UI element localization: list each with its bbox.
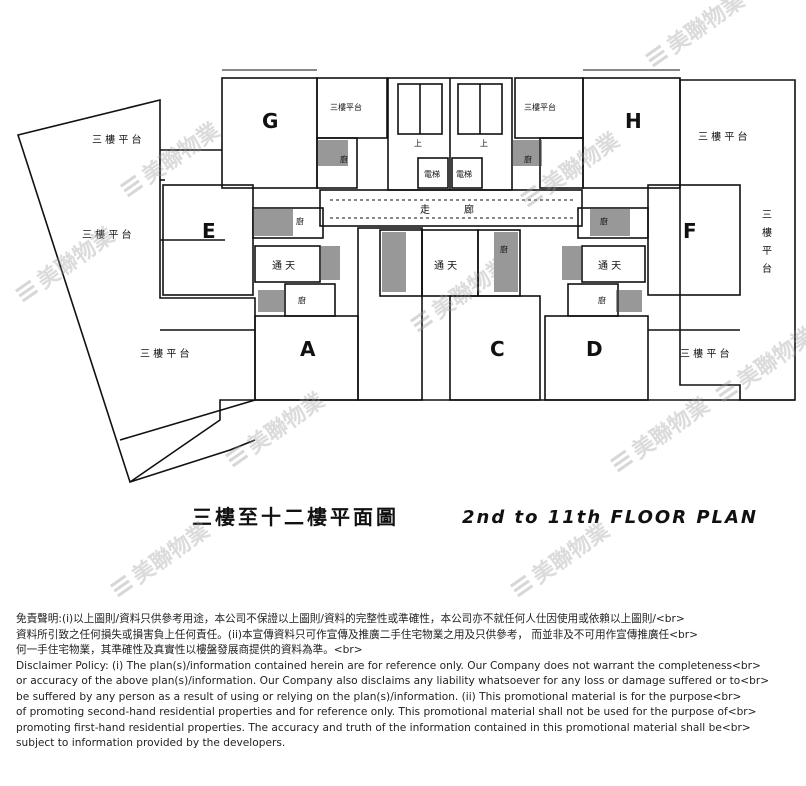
lift-2 [451,157,483,189]
disclaimer-line: Disclaimer Policy: (i) The plan(s)/infor… [16,659,761,672]
unit-e-label: E [202,219,216,243]
floor-plan-diagram: G H E F A C D 三 樓 平 台 三 樓 平 台 三 樓 平 台 三 … [15,0,806,598]
terrace-label-top-right: 三 樓 平 台 [698,130,748,143]
watermark-text: 美聯物業 [137,117,225,189]
svg-text:平: 平 [762,246,772,257]
midland-logo-icon: 美聯物業 [120,117,225,198]
midland-logo-icon: 美聯物業 [645,0,750,68]
disclaimer-line: promoting first-hand residential propert… [16,721,751,734]
terrace-label-vertical: 三 樓 平 台 [762,210,772,275]
watermark-text: 美聯物業 [662,0,750,59]
unit-d-label: D [586,337,603,361]
midland-logo-icon: 美聯物業 [510,517,615,598]
kitchen-label-c: 廚 [500,244,508,254]
terrace-label-g-balcony: 三樓平台 [330,102,362,112]
terrace-outline-left [16,98,256,484]
disclaimer: 免責聲明:(i)以上圖則/資料只供參考用途，本公司不保證以上圖則/資料的完整性或… [16,612,796,752]
kitchen-label-g: 廚 [340,154,348,164]
terrace-label-bottom-left: 三 樓 平 台 [140,347,190,360]
unit-g-label: G [262,109,278,133]
wet-areas [253,140,642,312]
disclaimer-line: be suffered by any person as a result of… [16,690,742,703]
light-well-left-label: 通 天 [272,260,295,272]
svg-text:台: 台 [762,262,772,275]
disclaimer-line: of promoting second-hand residential pro… [16,706,757,718]
disclaimer-line: 資料所引致之任何損失或損害負上任何責任。(ii)本宣傳資料只可作宣傳及推廣二手住… [16,628,698,641]
midland-logo-icon: 美聯物業 [15,222,120,303]
disclaimer-line: subject to information provided by the d… [16,737,286,749]
unit-h-label: H [625,109,642,133]
midland-logo-icon: 美聯物業 [110,517,215,598]
light-well-center-label: 通 天 [434,260,457,272]
unit-g-outline [221,77,318,189]
lift-2-label: 電梯 [456,169,472,179]
unit-c-label: C [490,337,505,361]
corridor-label-2: 廊 [464,203,474,216]
watermark-text: 美聯物業 [627,392,715,464]
svg-text:樓: 樓 [762,226,772,239]
kitchen-label-d: 廚 [598,295,606,305]
midland-logo-icon: 美聯物業 [410,252,515,333]
terrace-label-bottom-right: 三 樓 平 台 [680,347,730,360]
unit-f-outline [647,184,741,296]
kitchen-label-a: 廚 [298,295,306,305]
watermark-text: 美聯物業 [32,222,120,294]
svg-text:三: 三 [762,210,772,221]
lift-1 [417,157,449,189]
corridor [319,189,583,227]
unit-f-label: F [683,219,697,243]
unit-e-outline [162,184,254,296]
unit-a-label: A [300,337,316,361]
disclaimer-line: 何一手住宅物業，其準確性及真實性以樓盤發展商提供的資料為準。<br> [16,644,363,656]
midland-logo-icon: 美聯物業 [610,392,715,473]
stair-up-left: 上 [414,139,422,148]
light-well-right-label: 通 天 [598,260,621,272]
corridor-label-1: 走 [420,204,430,216]
kitchen-label-e: 廚 [296,216,304,226]
plan-title-chinese: 三樓至十二樓平面圖 [192,505,399,529]
unit-h-outline [582,77,681,189]
disclaimer-line: or accuracy of the above plan(s)/informa… [16,675,770,687]
terrace-label-left: 三 樓 平 台 [82,228,132,241]
terrace-label-h-balcony: 三樓平台 [524,102,556,112]
midland-logo-icon: 美聯物業 [715,322,806,403]
disclaimer-line: 免責聲明:(i)以上圖則/資料只供參考用途，本公司不保證以上圖則/資料的完整性或… [16,613,685,625]
lift-1-label: 電梯 [424,169,440,179]
terrace-label-top-left: 三 樓 平 台 [92,133,142,146]
stair-up-right: 上 [480,139,488,148]
watermark-text: 美聯物業 [127,517,215,589]
kitchen-label-f: 廚 [600,216,608,226]
kitchen-label-h: 廚 [524,154,532,164]
plan-title-english: 2nd to 11th FLOOR PLAN [462,507,758,528]
